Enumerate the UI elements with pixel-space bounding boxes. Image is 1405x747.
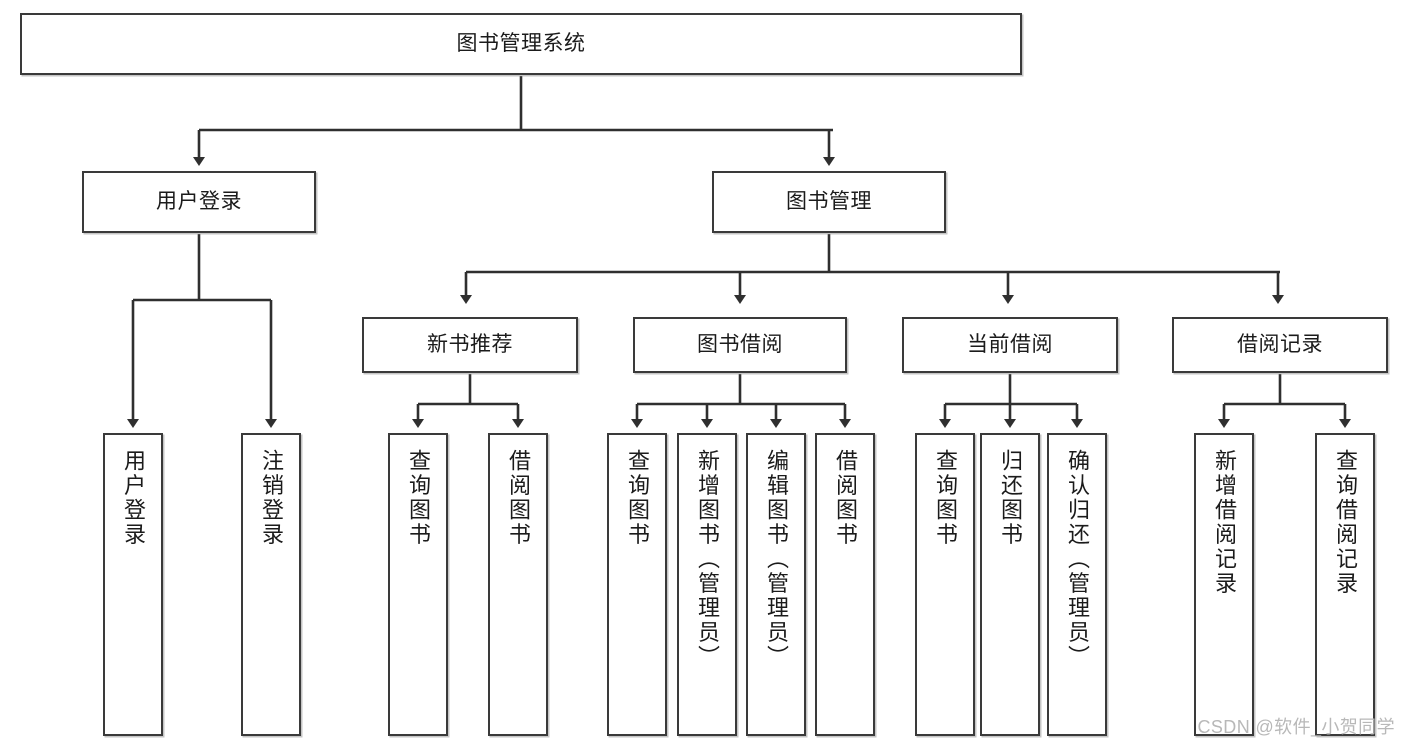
leaf-borrow-add-book-admin[interactable]: 新增图书（管理员） <box>677 433 737 736</box>
leaf-recommend-query-book[interactable]: 查询图书 <box>388 433 448 736</box>
leaf-record-add-record[interactable]: 新增借阅记录 <box>1194 433 1254 736</box>
node-label: 查询借阅记录 <box>1333 449 1358 596</box>
node-label: 归还图书 <box>998 449 1023 547</box>
node-label: 借阅图书 <box>506 449 531 547</box>
node-label: 注销登录 <box>259 449 284 547</box>
node-label: 图书借阅 <box>697 332 783 356</box>
node-label: 用户登录 <box>121 449 146 547</box>
leaf-recommend-borrow-book[interactable]: 借阅图书 <box>488 433 548 736</box>
node-label: 当前借阅 <box>967 332 1053 356</box>
node-label: 新书推荐 <box>427 332 513 356</box>
leaf-current-query-book[interactable]: 查询图书 <box>915 433 975 736</box>
node-label: 图书管理 <box>786 189 872 213</box>
leaf-current-confirm-return-admin[interactable]: 确认归还（管理员） <box>1047 433 1107 736</box>
node-label: 新增借阅记录 <box>1212 449 1237 596</box>
node-label: 编辑图书（管理员） <box>764 449 789 670</box>
node-label: 确认归还（管理员） <box>1065 449 1090 670</box>
node-label: 图书管理系统 <box>456 31 586 55</box>
node-user-login[interactable]: 用户登录 <box>82 171 316 233</box>
node-root-system[interactable]: 图书管理系统 <box>20 13 1022 75</box>
node-label: 新增图书（管理员） <box>695 449 720 670</box>
node-label: 查询图书 <box>406 449 431 547</box>
leaf-user-login-signin[interactable]: 用户登录 <box>103 433 163 736</box>
leaf-current-return-book[interactable]: 归还图书 <box>980 433 1040 736</box>
node-book-management[interactable]: 图书管理 <box>712 171 946 233</box>
leaf-user-login-signout[interactable]: 注销登录 <box>241 433 301 736</box>
node-label: 查询图书 <box>625 449 650 547</box>
node-book-borrow[interactable]: 图书借阅 <box>633 317 847 373</box>
node-new-book-recommend[interactable]: 新书推荐 <box>362 317 578 373</box>
node-label: 查询图书 <box>933 449 958 547</box>
leaf-borrow-query-book[interactable]: 查询图书 <box>607 433 667 736</box>
node-borrow-record[interactable]: 借阅记录 <box>1172 317 1388 373</box>
node-label: 借阅记录 <box>1237 332 1323 356</box>
node-label: 借阅图书 <box>833 449 858 547</box>
leaf-borrow-edit-book-admin[interactable]: 编辑图书（管理员） <box>746 433 806 736</box>
leaf-record-query-record[interactable]: 查询借阅记录 <box>1315 433 1375 736</box>
node-current-borrow[interactable]: 当前借阅 <box>902 317 1118 373</box>
node-label: 用户登录 <box>156 189 242 213</box>
leaf-borrow-borrow-book[interactable]: 借阅图书 <box>815 433 875 736</box>
